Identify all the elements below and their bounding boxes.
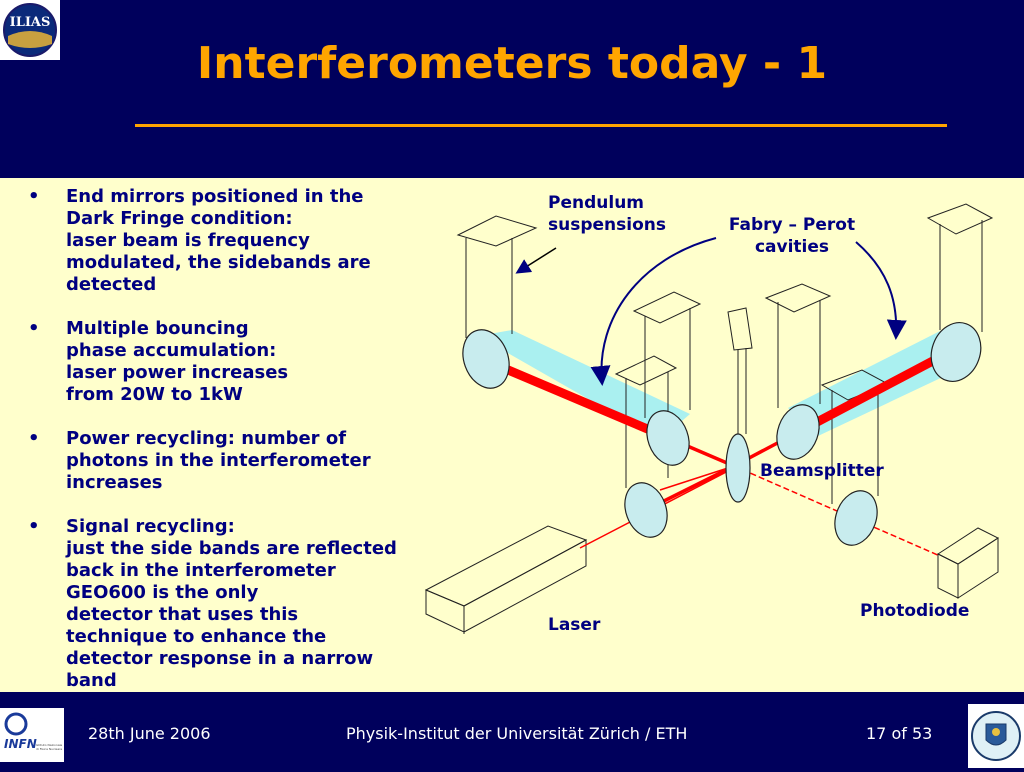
infn-logo-subtext: Istituto Nazionale — [36, 743, 62, 747]
bullet-item: • Signal recycling: just the side bands … — [28, 516, 488, 692]
suspension-frames — [424, 203, 1000, 634]
mirrors — [462, 322, 982, 546]
bullet-line: phase accumulation: — [66, 340, 277, 361]
input-mirror-left — [646, 410, 690, 466]
pendulum-label: Pendulum suspensions — [548, 192, 666, 236]
left-cavity-band — [478, 330, 690, 440]
bullet-item: • End mirrors positioned in the Dark Fri… — [28, 186, 488, 296]
infn-logo-subtext: di Fisica Nucleare — [36, 747, 62, 751]
interferometer-diagram — [424, 203, 1000, 634]
slide-footer: INFN Istituto Nazionale di Fisica Nuclea… — [0, 692, 1024, 768]
beamsplitter-mirror — [725, 433, 751, 503]
fabry-arrow-left — [590, 237, 717, 386]
fabry-perot-label: Fabry – Perot cavities — [712, 214, 872, 258]
bullet-line: GEO600 is the only — [66, 582, 259, 603]
bullet-line: technique to enhance the — [66, 626, 327, 647]
footer-page-number: 17 of 53 — [866, 724, 933, 743]
beamsplitter-label: Beamsplitter — [760, 461, 884, 481]
right-cavity-beam — [797, 349, 951, 435]
bullet-line: Power recycling: number of — [66, 428, 347, 449]
bullet-icon: • — [28, 428, 40, 449]
fabry-label-line: cavities — [754, 237, 830, 257]
title-underline — [135, 124, 947, 127]
bullet-line: from 20W to 1kW — [66, 384, 243, 405]
bullet-icon: • — [28, 186, 40, 207]
bullet-icon: • — [28, 516, 40, 537]
page-title: Interferometers today - 1 — [196, 38, 828, 89]
bullet-line: back in the interferometer — [66, 560, 336, 581]
pendulum-arrow — [515, 247, 557, 274]
pendulum-label-line: Pendulum — [548, 193, 645, 213]
bullet-list: • End mirrors positioned in the Dark Fri… — [28, 186, 488, 714]
bullet-line: just the side bands are reflected — [66, 538, 397, 559]
university-seal-logo — [968, 704, 1024, 768]
input-mirror-right — [776, 404, 820, 460]
bullet-line: detected — [66, 274, 157, 295]
bullet-line: increases — [66, 472, 163, 493]
bullet-line: Signal recycling: — [66, 516, 235, 537]
bullet-icon: • — [28, 318, 40, 339]
bullet-line: Dark Fringe condition: — [66, 208, 293, 229]
bullet-item: • Power recycling: number of photons in … — [28, 428, 488, 494]
bullet-line: laser beam is frequency — [66, 230, 310, 251]
photodiode-label: Photodiode — [860, 601, 970, 621]
pendulum-label-line: suspensions — [548, 215, 666, 235]
end-mirror-left — [462, 329, 510, 389]
signal-recycling-mirror — [834, 490, 878, 546]
bullet-line: detector response in a narrow — [66, 648, 374, 669]
bullet-line: End mirrors positioned in the — [66, 186, 364, 207]
bullet-line: modulated, the sidebands are — [66, 252, 371, 273]
fabry-arrow-right — [855, 241, 907, 340]
end-mirror-right — [930, 322, 982, 382]
ilias-logo: ILIAS — [0, 0, 60, 60]
slide-content: • End mirrors positioned in the Dark Fri… — [0, 178, 1024, 692]
bullet-line: laser power increases — [66, 362, 289, 383]
slide-header: ILIAS Interferometers today - 1 — [0, 0, 1024, 178]
infn-logo-text: INFN — [4, 737, 37, 751]
recycling-mirror — [624, 482, 668, 538]
ilias-logo-text: ILIAS — [10, 15, 51, 30]
bullet-line: Multiple bouncing — [66, 318, 249, 339]
fabry-label-line: Fabry – Perot — [728, 215, 856, 235]
bullet-line: band — [66, 670, 117, 691]
bullet-line: photons in the interferometer — [66, 450, 371, 471]
bullet-line: detector that uses this — [66, 604, 299, 625]
footer-institute: Physik-Institut der Universität Zürich /… — [346, 724, 688, 743]
bullet-item: • Multiple bouncing phase accumulation: … — [28, 318, 488, 406]
left-cavity-beam — [489, 359, 669, 441]
laser-label: Laser — [548, 615, 601, 635]
footer-date: 28th June 2006 — [88, 724, 211, 743]
infn-logo: INFN Istituto Nazionale di Fisica Nuclea… — [0, 708, 64, 762]
